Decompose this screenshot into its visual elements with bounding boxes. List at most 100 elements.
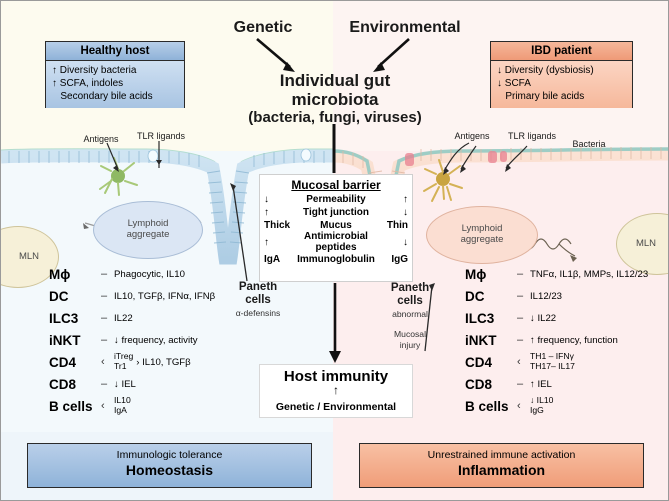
paneth-right-line2: cells bbox=[397, 295, 423, 307]
cell-name: CD4 bbox=[49, 354, 77, 370]
ibd-patient-line-1: ↓ SCFA bbox=[497, 77, 531, 89]
cell-separator: – bbox=[101, 268, 108, 280]
cell-name: B cells bbox=[465, 398, 509, 414]
paneth-left-line1: Paneth bbox=[238, 281, 278, 293]
cell-subset: IgA bbox=[114, 405, 127, 415]
top-causal-arrows bbox=[256, 38, 410, 72]
footer-box-homeostasis[interactable]: Immunologic tolerance Homeostasis bbox=[27, 443, 312, 488]
microbiota-title-line2: microbiota bbox=[291, 90, 379, 109]
bacteria-label-right: Bacteria bbox=[572, 139, 606, 149]
footer-right-line1: Unrestrained immune activation bbox=[427, 449, 576, 461]
healthy-host-header: Healthy host bbox=[46, 42, 184, 61]
dendritic-cell-right bbox=[423, 159, 463, 202]
healthy-host-line-1: ↑ SCFA, indoles bbox=[52, 77, 124, 89]
ibd-patient-line-0: ↓ Diversity (dysbiosis) bbox=[497, 65, 594, 76]
cell-separator: – bbox=[517, 378, 524, 390]
dendritic-cell-left bbox=[99, 157, 138, 196]
cell-name: CD4 bbox=[465, 354, 493, 370]
cell-subset: ↓ IL10 bbox=[530, 395, 554, 406]
barrier-right-0: ↑ bbox=[403, 194, 408, 205]
ibd-patient-header: IBD patient bbox=[491, 42, 632, 61]
cell-name: ILC3 bbox=[49, 310, 79, 326]
cell-row: ILC3–IL22 bbox=[49, 307, 215, 329]
cell-row: Mϕ–Phagocytic, IL10 bbox=[49, 263, 215, 285]
cell-description: ↑ frequency, function bbox=[530, 334, 618, 346]
host-immunity-box[interactable]: Host immunity ↑ Genetic / Environmental bbox=[259, 364, 413, 418]
barrier-mid-2: Mucus bbox=[320, 220, 352, 231]
cell-row: CD8–↑ IEL bbox=[465, 373, 648, 395]
cell-row: iNKT–↑ frequency, function bbox=[465, 329, 648, 351]
barrier-right-3: ↓ bbox=[403, 237, 408, 248]
healthy-host-body: ↑ Diversity bacteria ↑ SCFA, indoles Sec… bbox=[46, 61, 184, 109]
footer-right-line2: Inflammation bbox=[457, 462, 546, 478]
environmental-label: Environmental bbox=[349, 19, 461, 36]
cell-separator: – bbox=[101, 312, 108, 324]
barrier-row-permeability: ↓ Permeability ↑ bbox=[260, 194, 412, 205]
barrier-row-tight-junction: ↑ Tight junction ↓ bbox=[260, 207, 412, 218]
barrier-left-0: ↓ bbox=[264, 194, 269, 205]
cell-subset: IL10 bbox=[114, 395, 131, 406]
cell-separator: – bbox=[517, 334, 524, 346]
mucosal-injury-line2: injury bbox=[399, 340, 421, 350]
barrier-row-ig: IgA Immunoglobulin IgG bbox=[260, 254, 412, 265]
host-immunity-title: Host immunity bbox=[283, 368, 389, 385]
barrier-mid-4: Immunoglobulin bbox=[297, 254, 375, 265]
microbiota-title-line1: Individual gut bbox=[279, 71, 391, 90]
cell-separator: ‹ bbox=[517, 356, 521, 368]
antigens-label-right: Antigens bbox=[454, 131, 490, 141]
host-immunity-subtitle: Genetic / Environmental bbox=[275, 401, 397, 413]
cell-description: Phagocytic, IL10 bbox=[114, 268, 185, 280]
barrier-row-amp: ↑ Antimicrobial peptides ↓ bbox=[260, 231, 412, 253]
barrier-mid-0: Permeability bbox=[306, 194, 366, 205]
cell-name: CD8 bbox=[465, 376, 493, 392]
cell-separator: – bbox=[517, 312, 524, 324]
cell-separator: ‹ bbox=[101, 400, 105, 412]
cell-row: CD8–↓ IEL bbox=[49, 373, 215, 395]
barrier-right-1: ↓ bbox=[403, 207, 408, 218]
healthy-host-line-2: Secondary bile acids bbox=[52, 90, 153, 102]
epithelium-left bbox=[1, 148, 333, 265]
paneth-left-line2: cells bbox=[245, 294, 271, 306]
mucosal-barrier-box[interactable]: Mucosal barrier ↓ Permeability ↑ ↑ Tight… bbox=[259, 174, 413, 282]
cell-name: DC bbox=[465, 288, 485, 304]
barrier-row-mucus: Thick Mucus Thin bbox=[260, 220, 412, 231]
host-immunity-up-arrow: ↑ bbox=[333, 383, 339, 397]
cell-name: DC bbox=[49, 288, 69, 304]
mln-left-label: MLN bbox=[18, 250, 40, 262]
leader-arrows-left bbox=[106, 141, 248, 282]
cell-row: Mϕ–TNFα, IL1β, MMPs, IL12/23 bbox=[465, 263, 648, 285]
cell-row: DC–IL12/23 bbox=[465, 285, 648, 307]
mucosal-barrier-title: Mucosal barrier bbox=[291, 178, 381, 192]
cell-description: IL10, TGFβ, IFNα, IFNβ bbox=[114, 290, 216, 302]
healthy-host-box[interactable]: Healthy host ↑ Diversity bacteria ↑ SCFA… bbox=[45, 41, 185, 109]
barrier-mid-1: Tight junction bbox=[303, 207, 369, 218]
leader-arrows-right bbox=[424, 142, 528, 352]
barrier-right-2: Thin bbox=[386, 220, 408, 231]
arrow-barrier-to-immunity bbox=[329, 283, 341, 363]
cell-subset: Tr1 bbox=[114, 361, 127, 371]
cell-subset: TH17– IL17 bbox=[530, 361, 575, 371]
cell-row: ILC3–↓ IL22 bbox=[465, 307, 648, 329]
footer-left-line1: Immunologic tolerance bbox=[116, 449, 223, 461]
paneth-right-line1: Paneth bbox=[390, 282, 430, 294]
footer-box-inflammation[interactable]: Unrestrained immune activation Inflammat… bbox=[359, 443, 644, 488]
healthy-host-line-0: ↑ Diversity bacteria bbox=[52, 65, 137, 76]
paneth-left-sub: α-defensins bbox=[235, 308, 281, 318]
ibd-patient-line-2: Primary bile acids bbox=[497, 90, 585, 102]
antigens-label-left: Antigens bbox=[83, 134, 119, 144]
barrier-left-1: ↑ bbox=[264, 207, 269, 218]
ibd-patient-box[interactable]: IBD patient ↓ Diversity (dysbiosis) ↓ SC… bbox=[490, 41, 633, 109]
cell-name: ILC3 bbox=[465, 310, 495, 326]
barrier-left-4: IgA bbox=[264, 254, 281, 265]
